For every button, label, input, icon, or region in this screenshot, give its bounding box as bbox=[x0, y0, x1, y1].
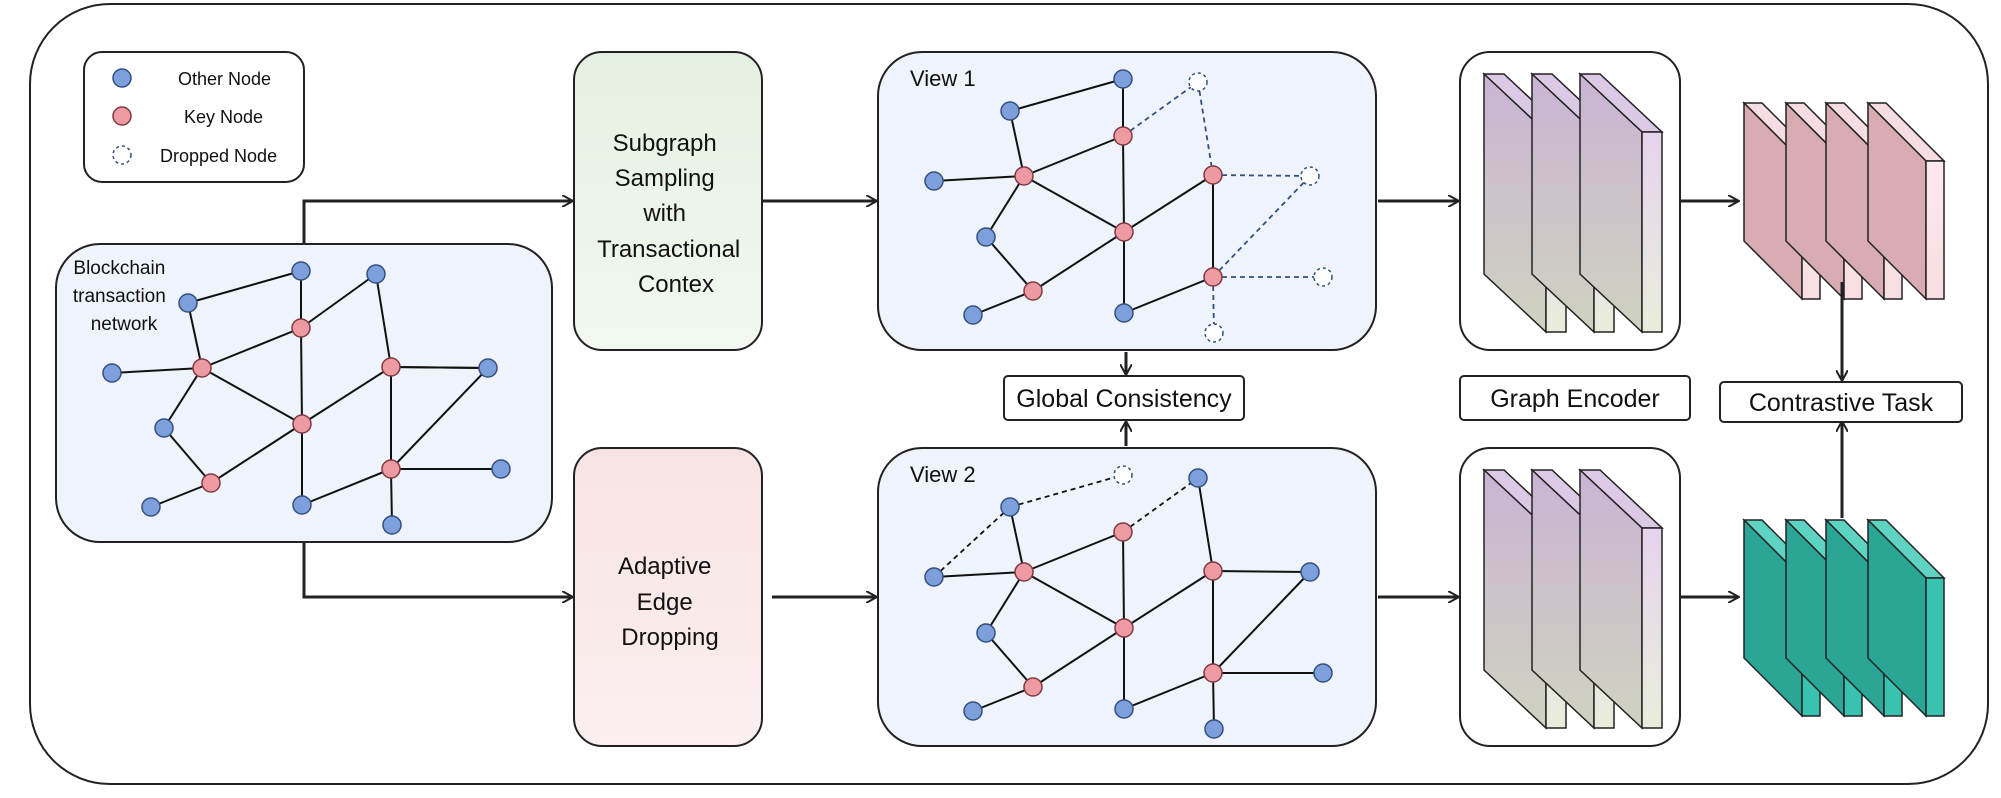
view2-nodes bbox=[924, 465, 1333, 739]
sampling-label-line-3: with bbox=[642, 200, 686, 227]
global-consistency-label: Global Consistency bbox=[1016, 385, 1232, 413]
view1-title: View 1 bbox=[910, 66, 976, 91]
input-graph-label-line-1: Blockchain bbox=[73, 258, 165, 279]
edge-dropping-label: Adaptive Edge Dropping bbox=[618, 553, 719, 651]
graph-encoder-box bbox=[1459, 375, 1691, 421]
subgraph-sampling-label: Subgraph Sampling with Transactional Con… bbox=[597, 130, 747, 298]
encoder-layer-3-front bbox=[1641, 527, 1663, 729]
input-connectors bbox=[302, 201, 572, 597]
sampling-label-line-4: Transactional bbox=[597, 236, 740, 263]
input-graph-label-line-2: transaction bbox=[73, 286, 166, 307]
dropping-label-line-2: Edge bbox=[637, 589, 693, 616]
view1-edges bbox=[933, 78, 1214, 316]
legend-dropped-node-label: Dropped Node bbox=[160, 146, 277, 166]
contrastive-task-box bbox=[1719, 381, 1963, 423]
dropping-label-line-1: Adaptive bbox=[618, 553, 711, 580]
encoder-bottom-layers bbox=[1482, 468, 1664, 730]
view1-nodes bbox=[924, 69, 1333, 343]
projection-bottom-layers bbox=[1742, 518, 1946, 718]
input-graph-nodes bbox=[102, 261, 511, 535]
dropping-label-line-3: Dropping bbox=[621, 624, 718, 651]
legend-key-node-label: Key Node bbox=[184, 107, 263, 127]
view2-panel bbox=[877, 447, 1377, 747]
graph-encoder-label: Graph Encoder bbox=[1490, 385, 1660, 413]
view2-title: View 2 bbox=[910, 462, 976, 487]
projection-layer-4-front bbox=[1925, 160, 1945, 300]
sampling-label-line-1: Subgraph bbox=[613, 130, 717, 157]
encoder-to-projection-arrows bbox=[1680, 201, 1738, 597]
view1-panel bbox=[877, 51, 1377, 351]
legend-other-node-label: Other Node bbox=[178, 69, 271, 89]
contrastive-task-label: Contrastive Task bbox=[1749, 389, 1934, 417]
input-graph-label: Blockchain transaction network bbox=[73, 258, 171, 335]
legend-dropped-node-icon bbox=[112, 145, 132, 165]
projection-top-layers bbox=[1742, 101, 1946, 301]
encoder-layer-3-front bbox=[1641, 131, 1663, 333]
legend: Other Node Key Node Dropped Node bbox=[83, 51, 305, 183]
input-graph-edges bbox=[111, 270, 501, 526]
module-to-view-arrows bbox=[762, 201, 876, 597]
view2-dropped-edges bbox=[933, 474, 1199, 578]
sampling-label-line-5: Contex bbox=[638, 271, 714, 298]
input-graph-label-line-3: network bbox=[91, 314, 158, 335]
global-consistency-box bbox=[1003, 375, 1245, 421]
legend-other-node-icon bbox=[112, 68, 132, 88]
projection-layer-4-front bbox=[1925, 577, 1945, 717]
legend-key-node-icon bbox=[112, 106, 132, 126]
edge-dropping-box bbox=[573, 447, 763, 747]
sampling-label-line-2: Sampling bbox=[615, 165, 715, 192]
view-to-encoder-arrows bbox=[1378, 201, 1458, 597]
encoder-top-layers bbox=[1482, 72, 1664, 334]
